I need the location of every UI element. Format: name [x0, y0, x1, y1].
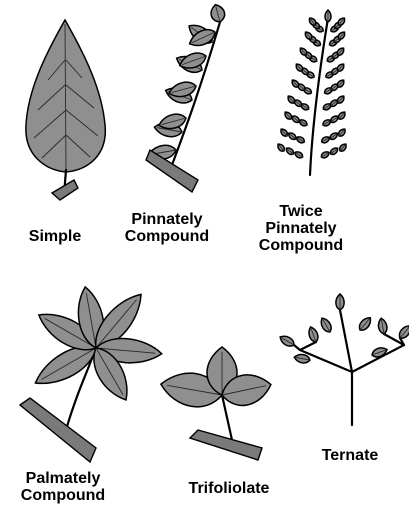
- twice-pinnate-leaflet: [308, 16, 318, 26]
- label-ternate: Ternate: [310, 447, 390, 464]
- ternate-leaflet: [336, 294, 344, 310]
- twice-pinnate-leaflet: [295, 135, 305, 144]
- label-trifoliolate: Trifoliolate: [174, 480, 284, 497]
- twice-pinnate-leaflet: [320, 135, 330, 144]
- ternate-leaflet: [377, 318, 388, 335]
- twice-pinnate-leaflet: [298, 46, 308, 56]
- ternate-leaflet: [318, 316, 333, 334]
- twice-pinnate-leaflet: [337, 30, 347, 40]
- twice-pinnate-leaflet: [338, 142, 348, 152]
- trifoliolate-illustration: [158, 347, 274, 460]
- twice-pinnate-leaflet: [336, 46, 346, 56]
- ternate-leaflet: [357, 315, 374, 333]
- label-twice-pinnately-compound: Twice Pinnately Compound: [238, 203, 364, 254]
- ternate-leaflet: [294, 353, 311, 364]
- ternate-leaflet: [371, 346, 389, 359]
- twice-pinnately-compound-illustration: [276, 10, 348, 175]
- twice-pinnate-leaflet: [337, 16, 347, 26]
- twice-pinnate-leaflet: [286, 94, 296, 104]
- twice-pinnate-leaflet: [283, 110, 293, 120]
- label-simple: Simple: [12, 228, 98, 245]
- twice-pinnate-leaflet: [276, 142, 286, 152]
- twice-pinnate-leaflet: [329, 131, 339, 141]
- ternate-illustration: [278, 294, 409, 425]
- twice-pinnate-leaflet: [304, 30, 314, 40]
- twice-pinnate-leaflet: [320, 150, 330, 159]
- twice-pinnate-leaflet: [336, 94, 346, 104]
- simple-leaf-illustration: [26, 20, 105, 200]
- pinnately-compound-illustration: [146, 3, 227, 192]
- ternate-leaflet: [278, 333, 296, 348]
- twice-pinnate-leaflet: [337, 127, 347, 137]
- twice-pinnate-leaflet: [329, 146, 339, 156]
- pinnate-leaflet: [209, 3, 227, 24]
- twice-pinnate-leaflet: [287, 131, 297, 141]
- twice-pinnate-leaflet: [337, 110, 347, 120]
- twice-pinnate-leaflet: [336, 62, 346, 72]
- palmately-compound-illustration: [20, 285, 163, 462]
- twice-pinnate-leaflet: [290, 78, 300, 88]
- twice-pinnate-leaflet: [294, 150, 304, 159]
- ternate-leaflet: [307, 326, 320, 344]
- label-pinnately-compound: Pinnately Compound: [108, 211, 226, 245]
- twice-pinnate-leaflet: [325, 10, 331, 22]
- twice-pinnate-leaflet: [279, 127, 289, 137]
- twice-pinnate-leaflet: [285, 146, 295, 156]
- twice-pinnate-leaflet: [336, 78, 346, 88]
- label-palmately-compound: Palmately Compound: [0, 470, 126, 504]
- ternate-leaflet: [397, 323, 409, 341]
- twice-pinnate-leaflet: [294, 62, 304, 72]
